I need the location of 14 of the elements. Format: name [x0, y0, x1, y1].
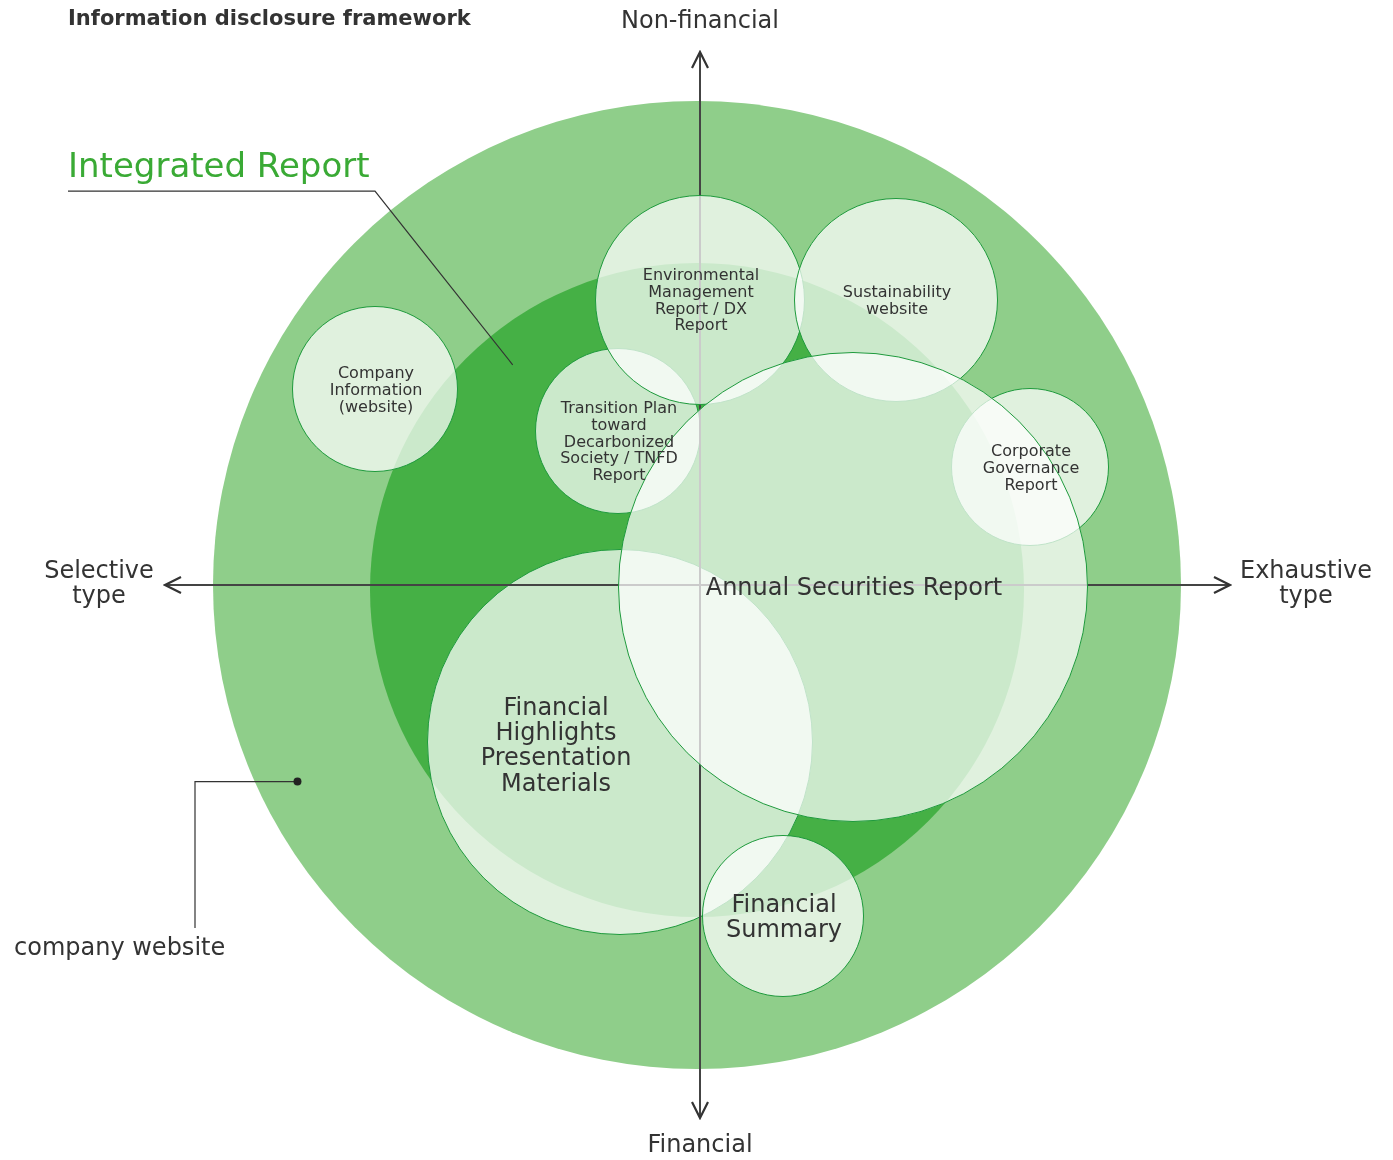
circle-label: Company Information (website) [328, 364, 424, 416]
axis-label: Selective type [43, 558, 155, 609]
circle-label: Sustainability website [841, 284, 953, 318]
circle-label: Environmental Management Report / DX Report [641, 267, 761, 335]
callout-text: company website [14, 932, 404, 964]
axis-label: Non-financial [620, 8, 780, 34]
callout-text: Integrated Report [68, 143, 388, 188]
circle-label: Transition Plan toward Decarbonized Society / TNFD Report [559, 400, 679, 484]
axis-label: Financial [646, 1132, 754, 1158]
title: Information disclosure framework [68, 6, 471, 30]
axis-label: Exhaustive type [1238, 558, 1373, 609]
circle-label: Annual Securities Report [704, 575, 1004, 601]
circle-label: Financial Summary [725, 891, 843, 943]
circle-label: Financial Highlights Presentation Materials [479, 694, 633, 796]
